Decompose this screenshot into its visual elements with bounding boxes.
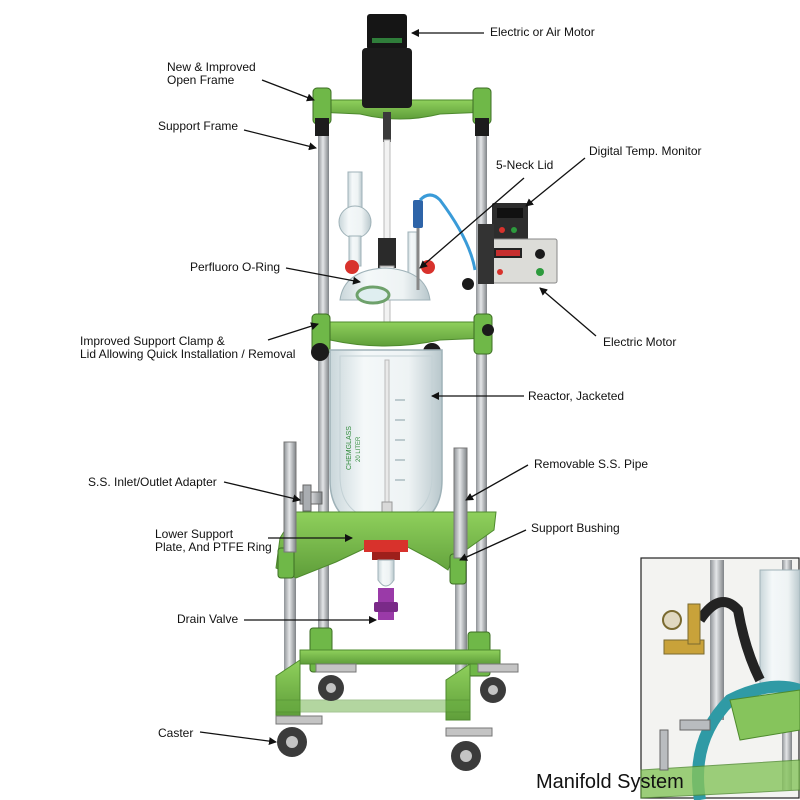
label-perfluoro-oring: Perfluoro O-Ring xyxy=(190,260,281,274)
label-support-clamp-line2: Lid Allowing Quick Installation / Remova… xyxy=(80,347,296,361)
arrow-new-improved-frame xyxy=(261,79,315,102)
arrow-support-clamp xyxy=(267,322,319,341)
label-drain-valve: Drain Valve xyxy=(177,612,239,626)
label-digital-temp-monitor: Digital Temp. Monitor xyxy=(589,144,702,158)
label-support-bushing: Support Bushing xyxy=(531,521,620,535)
arrow-digital-temp-monitor xyxy=(525,157,586,207)
label-support-clamp-line1: Improved Support Clamp & xyxy=(80,334,225,348)
label-caster: Caster xyxy=(158,726,194,740)
arrow-five-neck-lid xyxy=(419,177,525,269)
vessel-markings: CHEMGLASS 20 LITER xyxy=(346,426,362,470)
label-ss-inlet-outlet: S.S. Inlet/Outlet Adapter xyxy=(88,475,217,489)
arrow-perfluoro-oring xyxy=(285,267,361,285)
support-clamp xyxy=(311,313,494,361)
lower-support-plate xyxy=(275,511,497,585)
label-electric-motor: Electric Motor xyxy=(603,335,677,349)
label-new-improved-line2: Open Frame xyxy=(167,73,235,87)
temperature-probe xyxy=(413,193,477,290)
label-reactor-jacketed: Reactor, Jacketed xyxy=(528,389,625,403)
label-removable-ss-pipe: Removable S.S. Pipe xyxy=(534,457,649,471)
vessel-volume-text: 20 LITER xyxy=(356,436,362,462)
arrow-caster xyxy=(199,731,277,746)
leader-arrows xyxy=(199,29,597,746)
casters xyxy=(275,663,519,771)
label-five-neck-lid: 5-Neck Lid xyxy=(496,158,554,172)
arrow-support-frame xyxy=(243,129,317,151)
arrow-electric-motor xyxy=(539,287,597,337)
arrow-support-bushing xyxy=(459,529,527,561)
label-new-improved-line1: New & Improved xyxy=(167,60,256,74)
label-support-frame: Support Frame xyxy=(158,119,239,133)
manifold-inset xyxy=(640,557,800,800)
base-frame xyxy=(275,627,501,721)
drain-valve xyxy=(374,559,398,620)
label-lower-support-line1: Lower Support xyxy=(155,527,234,541)
inset-caption: Manifold System xyxy=(536,771,684,793)
graduation-marks xyxy=(395,399,405,481)
control-boxes xyxy=(462,203,558,290)
inlet-outlet-adapters xyxy=(299,484,323,512)
condenser xyxy=(338,171,372,267)
top-frame xyxy=(312,87,492,136)
vessel-brand-text: CHEMGLASS xyxy=(346,426,353,470)
five-neck-lid xyxy=(339,260,435,305)
label-lower-support-line2: Plate, And PTFE Ring xyxy=(155,540,272,554)
label-electric-air-motor: Electric or Air Motor xyxy=(490,25,595,39)
arrow-removable-ss-pipe xyxy=(465,464,529,501)
arrow-ss-inlet-outlet xyxy=(223,481,301,503)
